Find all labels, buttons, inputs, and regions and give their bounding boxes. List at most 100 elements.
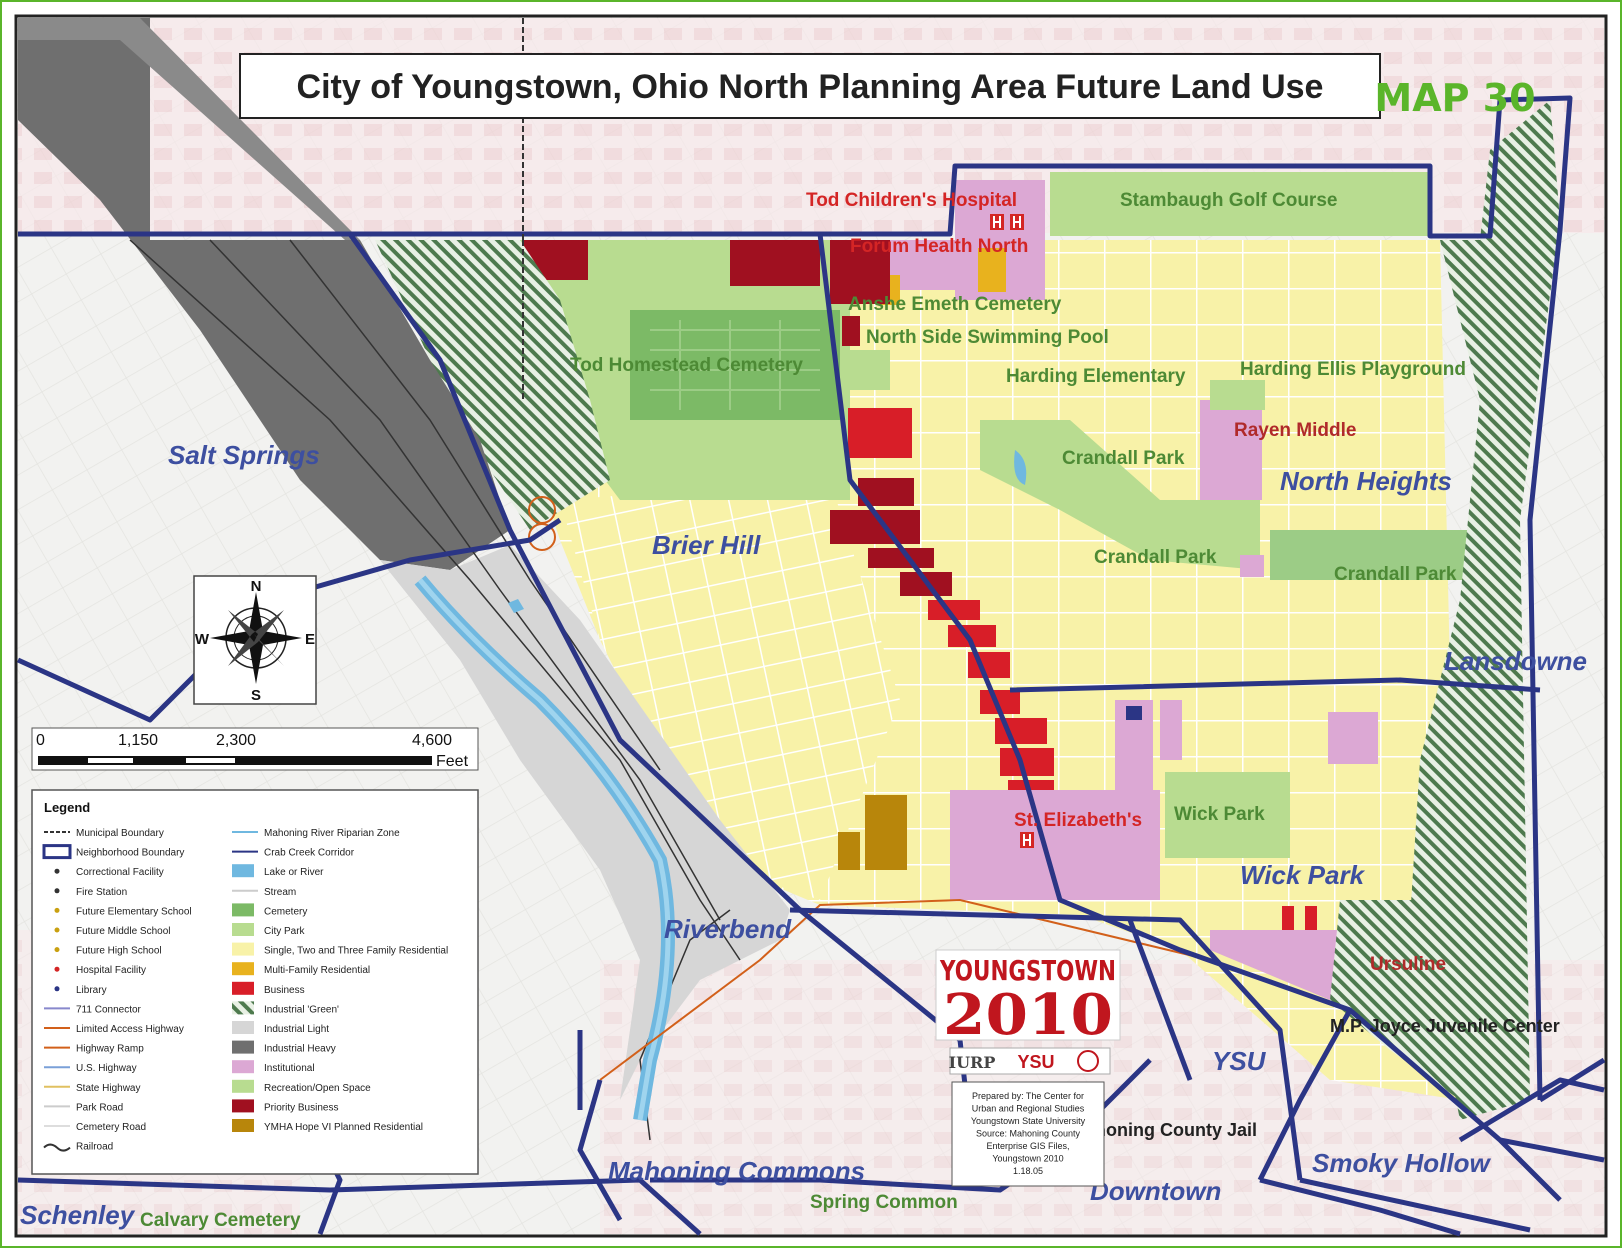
label-brier-hill: Brier Hill <box>652 530 761 560</box>
legend-item-label: Correctional Facility <box>76 867 164 878</box>
label-tod-homestead-cemetery: Tod Homestead Cemetery <box>570 355 803 376</box>
legend-item-swatch <box>42 844 72 860</box>
legend-item-label: Railroad <box>76 1142 113 1153</box>
legend-item-label: Future High School <box>76 946 162 957</box>
label-smoky-hollow: Smoky Hollow <box>1312 1148 1491 1178</box>
legend-item-swatch <box>54 947 60 953</box>
legend-item-label: Park Road <box>76 1102 123 1113</box>
legend-item-swatch <box>232 1060 254 1074</box>
label-anshe-emeth-cemetery: Anshe Emeth Cemetery <box>848 294 1062 315</box>
logo-line1: YOUNGSTOWN <box>939 954 1116 987</box>
map-number: MAP 30 <box>1374 76 1535 120</box>
legend-item-label: Future Middle School <box>76 926 171 937</box>
label-downtown: Downtown <box>1090 1176 1221 1206</box>
label-salt-springs: Salt Springs <box>168 440 320 470</box>
legend-item-swatch <box>232 962 254 976</box>
credit-line: Urban and Regional Studies <box>972 1104 1085 1114</box>
label-crandall-park-2: Crandall Park <box>1094 547 1217 568</box>
legend-item-label: Lake or River <box>264 867 324 878</box>
credit-line: Prepared by: The Center for <box>972 1091 1084 1101</box>
label-north-heights: North Heights <box>1280 466 1452 496</box>
legend-item-label: Hospital Facility <box>76 965 146 976</box>
legend-item-label: U.S. Highway <box>76 1063 137 1074</box>
logo-partner-iurp: IURP <box>949 1053 996 1072</box>
legend-item-swatch <box>232 1040 254 1054</box>
legend-item-swatch <box>232 1021 254 1034</box>
legend-item-label: YMHA Hope VI Planned Residential <box>264 1122 423 1133</box>
legend-item-label: Fire Station <box>76 887 127 898</box>
legend-item-swatch <box>232 903 254 917</box>
label-lansdowne: Lansdowne <box>1444 646 1587 676</box>
label-riverbend: Riverbend <box>664 914 792 944</box>
scale-bar: 0 1,150 2,300 4,600 Feet <box>31 727 479 771</box>
label-stambaugh-golf-course: Stambaugh Golf Course <box>1120 190 1337 211</box>
label-mahoning-commons: Mahoning Commons <box>608 1156 865 1186</box>
legend-item-swatch <box>54 986 60 992</box>
label-tod-childrens-hospital: Tod Children's Hospital <box>806 190 1017 211</box>
legend-item-label: Stream <box>264 887 296 898</box>
credit-line: Youngstown 2010 <box>992 1154 1063 1164</box>
legend-item-label: Industrial Light <box>264 1024 329 1035</box>
legend-item-swatch <box>54 868 60 874</box>
legend-item-label: Business <box>264 985 305 996</box>
credit-line: 1.18.05 <box>1013 1166 1043 1176</box>
legend-item-label: 711 Connector <box>76 1004 142 1015</box>
legend-item-label: Library <box>76 985 107 996</box>
scale-t3: 4,600 <box>412 732 452 749</box>
legend-item-label: Cemetery Road <box>76 1122 146 1133</box>
legend-item-label: Neighborhood Boundary <box>76 848 184 859</box>
label-mahoning-county-jail: Mahoning County Jail <box>1070 1120 1257 1140</box>
legend-item-swatch <box>232 981 254 995</box>
scale-t2: 2,300 <box>216 732 256 749</box>
credit-line: Enterprise GIS Files, <box>986 1141 1069 1151</box>
legend-item-swatch <box>54 907 60 913</box>
youngstown-2010-logo: YOUNGSTOWN 2010 IURP YSU <box>935 949 1121 1075</box>
title-box <box>239 53 1381 119</box>
legend-item-label: Highway Ramp <box>76 1044 144 1055</box>
credit-line: Source: Mahoning County <box>976 1129 1081 1139</box>
legend-item-label: Single, Two and Three Family Residential <box>264 946 448 957</box>
legend-item-swatch <box>232 1079 254 1093</box>
label-harding-elementary: Harding Elementary <box>1006 366 1186 387</box>
label-spring-common: Spring Common <box>810 1192 958 1213</box>
legend-item-label: Crab Creek Corridor <box>264 848 355 859</box>
compass-s: S <box>251 687 261 704</box>
label-ysu: YSU <box>1212 1046 1267 1076</box>
label-harding-ellis-playground: Harding Ellis Playground <box>1240 359 1466 380</box>
legend-item-swatch <box>54 966 60 972</box>
scale-t1: 1,150 <box>118 732 158 749</box>
label-st-elizabeths: St. Elizabeth's <box>1014 810 1142 831</box>
legend-item-label: Limited Access Highway <box>76 1024 184 1035</box>
label-calvary-cemetery: Calvary Cemetery <box>140 1210 301 1231</box>
compass-n: N <box>251 578 262 595</box>
label-wick-park-neighborhood: Wick Park <box>1240 860 1366 890</box>
compass-e: E <box>305 631 315 648</box>
legend-item-label: Priority Business <box>264 1102 338 1113</box>
legend-item-swatch <box>232 1001 254 1015</box>
legend-item-label: Mahoning River Riparian Zone <box>264 828 400 839</box>
legend-item-label: Municipal Boundary <box>76 828 164 839</box>
legend-item-swatch <box>54 888 60 894</box>
legend-item-swatch <box>232 923 254 936</box>
label-wick-park-place: Wick Park <box>1174 804 1265 825</box>
legend-item-label: Institutional <box>264 1063 315 1074</box>
label-north-side-swimming-pool: North Side Swimming Pool <box>866 327 1109 348</box>
scale-unit: Feet <box>436 753 469 770</box>
legend-item-label: Cemetery <box>264 906 307 917</box>
map-title: City of Youngstown, Ohio North Planning … <box>297 68 1324 106</box>
legend-item-swatch <box>43 1143 71 1152</box>
label-forum-health-north: Forum Health North <box>850 236 1028 257</box>
legend-item-swatch <box>232 1099 254 1113</box>
legend-item-label: Multi-Family Residential <box>264 965 370 976</box>
legend-item-swatch <box>232 1119 254 1132</box>
legend-item-label: State Highway <box>76 1083 140 1094</box>
legend-item-label: Industrial Heavy <box>264 1044 336 1055</box>
label-rayen-middle: Rayen Middle <box>1234 420 1356 441</box>
label-crandall-park-1: Crandall Park <box>1062 448 1185 469</box>
label-crandall-park-3: Crandall Park <box>1334 564 1457 585</box>
legend-item-label: City Park <box>264 926 306 937</box>
scale-t0: 0 <box>36 732 45 749</box>
